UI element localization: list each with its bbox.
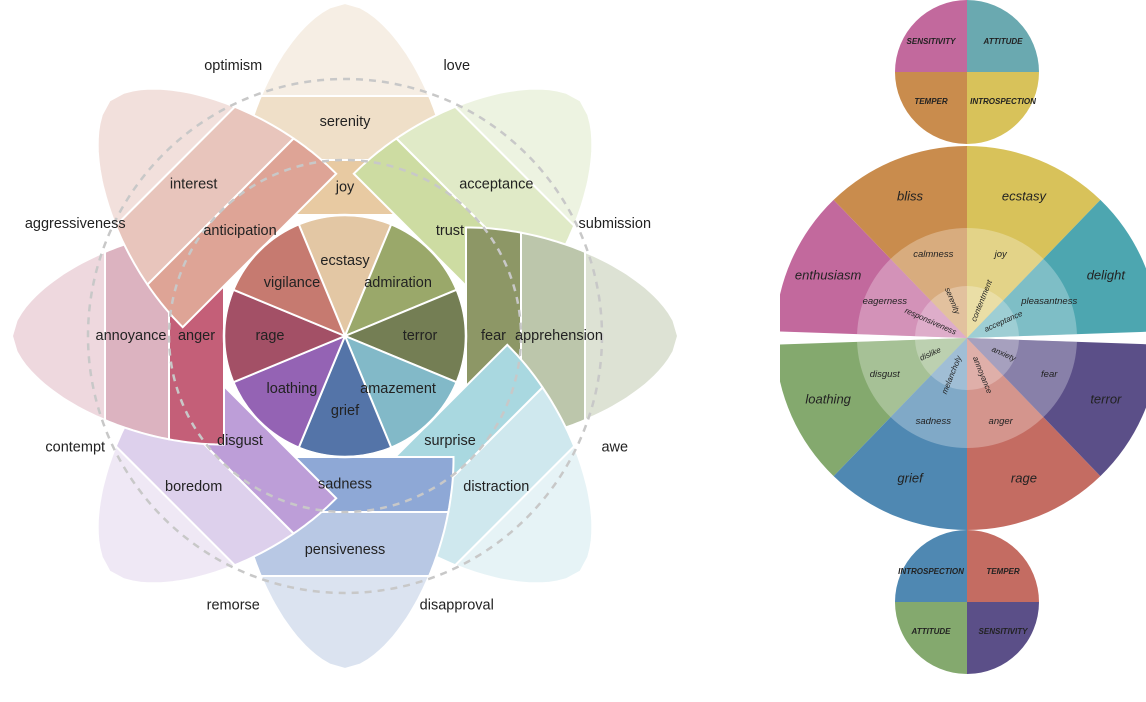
label-apprehension: apprehension xyxy=(515,328,603,344)
label-grief: grief xyxy=(331,403,360,419)
bottom-quadrant-temper xyxy=(967,530,1039,602)
top-segment-enthusiasm xyxy=(780,199,967,338)
bottom-quadrant-attitude xyxy=(895,602,967,674)
bottom-mid-sadness: sadness xyxy=(916,416,952,427)
bottom-outer-terror: terror xyxy=(1090,391,1122,406)
plutchik-wheel: ecstasy joy serenity admiration trust accepta… xyxy=(10,1,680,671)
top-quadrant-sensitivity xyxy=(895,0,967,72)
label-admiration: admiration xyxy=(364,275,432,291)
label-anger: anger xyxy=(178,328,215,344)
bottom-quadrant-sensitivity xyxy=(967,602,1039,674)
label-vigilance: vigilance xyxy=(264,275,320,291)
dyad-awe: awe xyxy=(601,440,628,456)
top-segment-delight xyxy=(967,199,1146,338)
top-quadrant-attitude xyxy=(967,0,1039,72)
label-interest: interest xyxy=(170,177,218,193)
bottom-outer-grief: grief xyxy=(897,470,924,485)
bottom-segment-grief xyxy=(833,338,967,530)
label-fear: fear xyxy=(481,328,506,344)
top-circle-label-temper: TEMPER xyxy=(914,97,948,106)
outer-dashed-ring xyxy=(86,77,604,595)
dyad-optimism: optimism xyxy=(204,58,262,74)
dyad-remorse: remorse xyxy=(207,598,260,614)
dyad-disapproval: disapproval xyxy=(420,598,494,614)
bottom-segment-loathing xyxy=(780,338,967,477)
top-outer-delight: delight xyxy=(1087,268,1127,283)
top-circle-label-introspection: INTROSPECTION xyxy=(970,97,1036,106)
label-loathing: loathing xyxy=(267,381,318,397)
top-segment-bliss xyxy=(833,146,967,338)
bottom-circle-label-attitude: ATTITUDE xyxy=(911,627,952,636)
bottom-circle-label-introspection: INTROSPECTION xyxy=(898,567,964,576)
top-mid-pleasantness: pleasantness xyxy=(1020,296,1077,307)
top-mid-eagerness: eagerness xyxy=(863,296,908,307)
bottom-outer-loathing: loathing xyxy=(805,391,851,406)
dyad-love: love xyxy=(443,58,470,74)
bottom-mid-anger: anger xyxy=(989,416,1014,427)
dyad-aggressiveness: aggressiveness xyxy=(25,216,126,232)
bottom-mid-fear: fear xyxy=(1041,369,1058,380)
top-mid-calmness: calmness xyxy=(913,249,953,260)
top-circle-label-attitude: ATTITUDE xyxy=(983,37,1024,46)
bottom-mid-disgust: disgust xyxy=(870,369,900,380)
bottom-segment-terror xyxy=(967,338,1146,477)
top-circle-label-sensitivity: SENSITIVITY xyxy=(907,37,957,46)
top-outer-enthusiasm: enthusiasm xyxy=(795,268,862,283)
label-pensiveness: pensiveness xyxy=(305,542,386,558)
label-annoyance: annoyance xyxy=(96,328,167,344)
dyad-submission: submission xyxy=(579,216,652,232)
top-quadrant-temper xyxy=(895,72,967,144)
label-amazement: amazement xyxy=(360,381,436,397)
dyad-contempt: contempt xyxy=(45,440,105,456)
label-surprise: surprise xyxy=(424,433,476,449)
top-outer-bliss: bliss xyxy=(897,189,924,204)
bottom-circle-label-sensitivity: SENSITIVITY xyxy=(979,627,1029,636)
label-distraction: distraction xyxy=(463,479,529,495)
top-segment-ecstasy xyxy=(967,146,1101,338)
label-ecstasy: ecstasy xyxy=(320,253,370,269)
label-disgust: disgust xyxy=(217,433,263,449)
label-acceptance: acceptance xyxy=(459,177,533,193)
label-serenity: serenity xyxy=(320,114,372,130)
inner-dashed-ring xyxy=(167,158,523,514)
top-outer-ecstasy: ecstasy xyxy=(1002,189,1048,204)
top-mid-joy: joy xyxy=(993,249,1008,260)
label-joy: joy xyxy=(335,179,355,195)
bottom-circle-label-temper: TEMPER xyxy=(986,567,1020,576)
top-quadrant-introspection xyxy=(967,72,1039,144)
label-sadness: sadness xyxy=(318,476,372,492)
bottom-quadrant-introspection xyxy=(895,530,967,602)
label-rage: rage xyxy=(255,328,284,344)
label-anticipation: anticipation xyxy=(203,223,276,239)
bottom-outer-rage: rage xyxy=(1011,470,1037,485)
label-boredom: boredom xyxy=(165,479,222,495)
hourglass-of-emotions: SENSITIVITY ATTITUDE TEMPER INTROSPECTION IN… xyxy=(780,0,1146,674)
bottom-segment-rage xyxy=(967,338,1101,530)
label-terror: terror xyxy=(403,328,438,344)
label-trust: trust xyxy=(436,223,464,239)
